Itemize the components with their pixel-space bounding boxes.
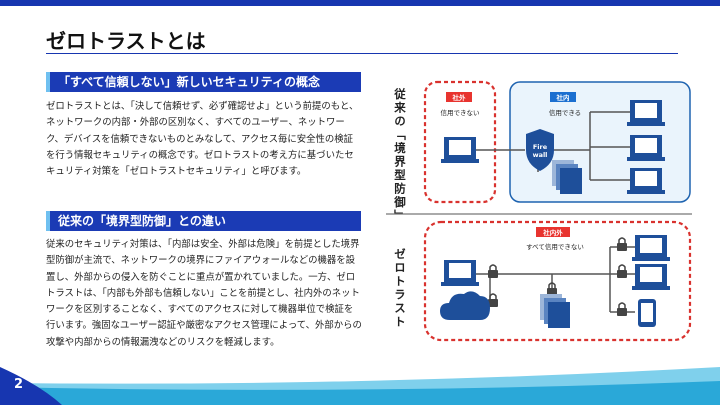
zt-text: すべて信用できない xyxy=(526,242,584,251)
inside-text: 信用できる xyxy=(549,108,581,117)
bottom-wave-decoration xyxy=(0,367,720,405)
page-title: ゼロトラストとは xyxy=(46,29,206,53)
network-diagram: 社外 信用できない 社内 信用できる Fire wall 社内外 すべて信用でき… xyxy=(386,80,692,342)
title-divider xyxy=(46,53,678,54)
perimeter-label: 従来の「境界型防御」 xyxy=(393,88,407,223)
outside-zone xyxy=(423,80,497,204)
cloud-icon xyxy=(440,291,490,320)
inside-badge-text: 社内 xyxy=(557,93,570,102)
section2-heading: 従来の「境界型防御」との違い xyxy=(46,211,361,231)
lock-icons xyxy=(488,237,627,316)
svg-text:Fire: Fire xyxy=(533,143,548,151)
monitor-icons-top xyxy=(627,100,665,194)
zt-badge-text: 社内外 xyxy=(543,228,563,237)
outside-badge xyxy=(446,92,472,102)
outside-text: 信用できない xyxy=(441,108,480,117)
section2-body: 従来のセキュリティ対策は、「内部は安全、外部は危険」を前提とした境界型防御が主流… xyxy=(46,239,362,348)
zerotrust-zone xyxy=(423,220,692,342)
svg-text:wall: wall xyxy=(533,151,548,159)
zt-monitor-icons xyxy=(632,235,670,290)
section1-body: ゼロトラストとは、「決して信頼せず、必ず確認せよ」という前提のもと、ネットワーク… xyxy=(46,101,359,178)
page-number: 2 xyxy=(14,377,24,392)
section1-heading: 「すべて信頼しない」新しいセキュリティの概念 xyxy=(46,72,361,92)
inside-badge xyxy=(550,92,576,102)
outside-badge-text: 社外 xyxy=(453,93,467,102)
zt-badge xyxy=(536,227,570,237)
outside-monitor-icon xyxy=(441,137,479,163)
zerotrust-label: ゼロトラスト xyxy=(393,248,407,329)
tablet-icon xyxy=(638,299,656,327)
top-accent-bar xyxy=(0,0,720,6)
zt-server-icon xyxy=(540,294,570,328)
firewall-icon: Fire wall xyxy=(526,129,554,171)
server-icon xyxy=(552,160,582,194)
zt-monitor-icon xyxy=(441,260,479,286)
